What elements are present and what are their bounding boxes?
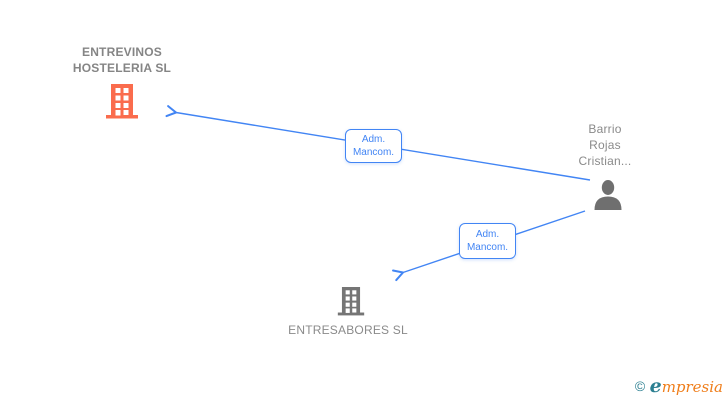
- node-barrio-label-line3: Cristian...: [578, 154, 632, 168]
- node-barrio-label-line1: Barrio: [588, 122, 622, 136]
- node-entrevinos-label: ENTREVINOS HOSTELERIA SL: [32, 44, 212, 76]
- empresia-logo-text: mpresia: [661, 378, 723, 396]
- edge-label-adm-mancom-entrevinos[interactable]: Adm. Mancom.: [345, 129, 402, 163]
- empresia-logo-initial: e: [649, 375, 662, 397]
- company-building-icon-orange: [105, 83, 139, 124]
- person-icon: [592, 180, 624, 215]
- edge-label-line2: Mancom.: [352, 147, 395, 158]
- copyright-icon: ©: [634, 378, 646, 394]
- node-barrio-label-line2: Rojas: [589, 138, 621, 152]
- node-entrevinos-label-line1: ENTREVINOS: [81, 45, 162, 59]
- node-entresabores-label: ENTRESABORES SL: [288, 323, 408, 337]
- node-barrio-label: Barrio Rojas Cristian...: [545, 121, 665, 169]
- edge-label-adm-mancom-entresabores[interactable]: Adm. Mancom.: [459, 223, 516, 259]
- edge-label-line1: Adm.: [475, 229, 500, 240]
- company-building-icon-gray: [337, 285, 365, 322]
- empresia-logo[interactable]: © empresia: [635, 375, 723, 397]
- edge-label-line2: Mancom.: [466, 242, 509, 253]
- edge-label-line1: Adm.: [361, 134, 386, 145]
- node-entrevinos-label-line2: HOSTELERIA SL: [72, 61, 172, 75]
